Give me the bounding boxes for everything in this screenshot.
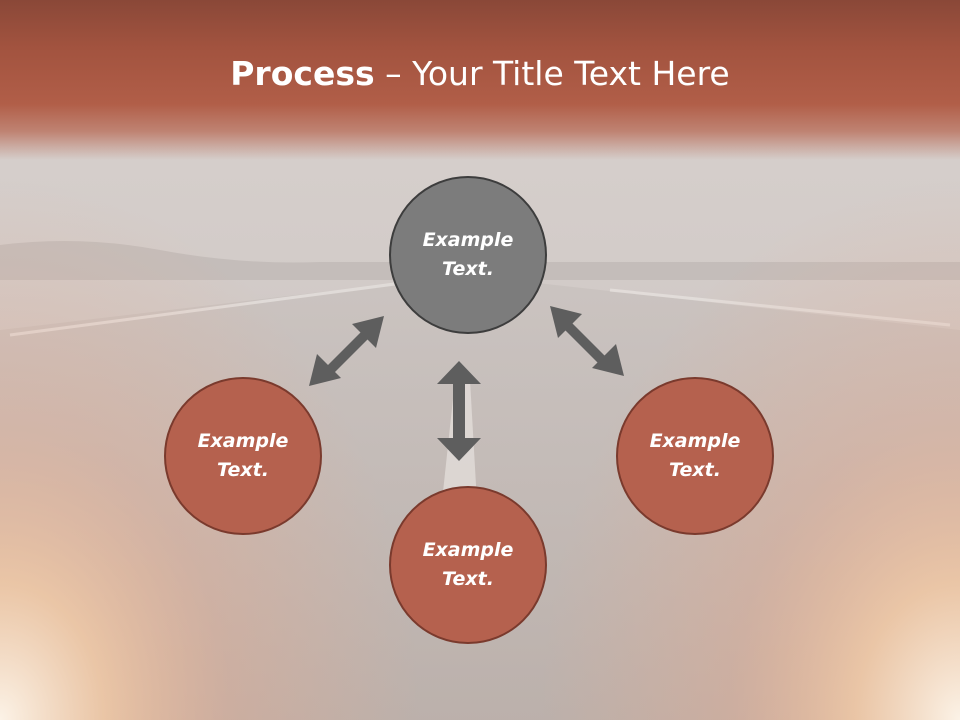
double-arrow-left (309, 316, 384, 386)
node-right-text: Example Text. (649, 430, 741, 481)
title-bold-part: Process (230, 54, 375, 93)
double-arrow-right (550, 306, 624, 376)
node-top-text: Example Text. (422, 229, 514, 280)
process-node-left: Example Text. (164, 377, 322, 535)
slide-title: Process – Your Title Text Here (0, 52, 960, 96)
title-rest: Your Title Text Here (412, 54, 730, 93)
process-node-right: Example Text. (616, 377, 774, 535)
process-node-bottom: Example Text. (389, 486, 547, 644)
node-left-text: Example Text. (197, 430, 289, 481)
double-arrow-center (437, 361, 481, 461)
process-node-top: Example Text. (389, 176, 547, 334)
title-dash: – (374, 54, 413, 93)
node-bottom-text: Example Text. (422, 539, 514, 590)
title-band (0, 0, 960, 160)
